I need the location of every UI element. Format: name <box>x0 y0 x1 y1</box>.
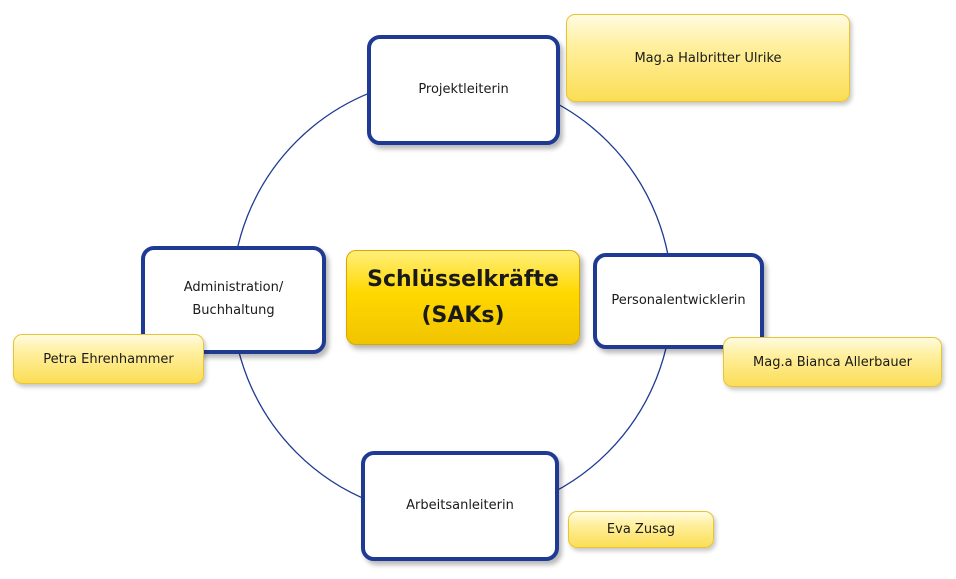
name-box-personnel-developer: Mag.a Bianca Allerbauer <box>723 337 942 387</box>
role-label-administration: Administration/ Buchhaltung <box>183 280 284 318</box>
center-title: Schlüsselkräfte (SAKs) <box>367 267 559 328</box>
role-box-work-instructor: Arbeitsanleiterin <box>361 451 559 561</box>
center-box-key-staff: Schlüsselkräfte (SAKs) <box>346 250 580 345</box>
role-label-project-lead: Projektleiterin <box>418 81 509 97</box>
name-box-work-instructor: Eva Zusag <box>568 511 714 548</box>
role-box-personnel-developer: Personalentwicklerin <box>593 253 764 349</box>
role-label-work-instructor: Arbeitsanleiterin <box>406 497 514 513</box>
name-box-project-lead: Mag.a Halbritter Ulrike <box>566 14 850 102</box>
name-label-work-instructor: Eva Zusag <box>606 522 676 537</box>
name-label-project-lead: Mag.a Halbritter Ulrike <box>634 50 782 66</box>
name-label-administration: Petra Ehrenhammer <box>43 351 174 367</box>
name-label-personnel-developer: Mag.a Bianca Allerbauer <box>753 354 912 370</box>
name-box-administration: Petra Ehrenhammer <box>13 334 204 384</box>
role-label-personnel-developer: Personalentwicklerin <box>611 292 746 308</box>
role-box-project-lead: Projektleiterin <box>367 35 560 145</box>
